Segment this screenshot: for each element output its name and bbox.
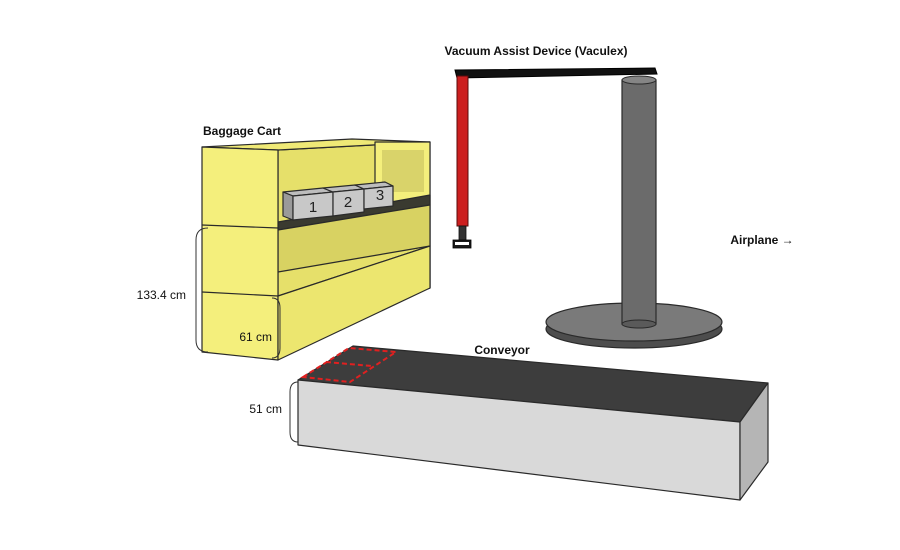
conveyor-label: Conveyor (474, 343, 530, 357)
device-pole (621, 79, 657, 325)
conveyor-end (739, 382, 769, 501)
conveyor (297, 345, 769, 501)
conveyor-height-label: 51 cm (249, 402, 282, 416)
baggage-cart-label: Baggage Cart (203, 124, 281, 138)
dimension-conveyor-height: 51 cm (249, 381, 299, 443)
vacuum-device-label: Vacuum Assist Device (Vaculex) (445, 44, 628, 58)
cart-height-label: 133.4 cm (137, 288, 186, 302)
box-label-1: 1 (309, 199, 317, 216)
baggage-boxes: 1 2 3 (282, 181, 394, 221)
conveyor-placement-marker (300, 346, 399, 384)
vacuum-assist-device (452, 67, 723, 349)
dimension-cart-height: 133.4 cm (137, 227, 209, 353)
airplane-label: Airplane → (730, 233, 793, 247)
dimension-cart-shelf: 61 cm (239, 297, 281, 359)
device-arm (454, 67, 658, 79)
box-label-3: 3 (376, 187, 384, 204)
baggage-cart (201, 138, 431, 361)
cart-shelf-label: 61 cm (239, 330, 272, 344)
cart-side-face (277, 245, 431, 361)
device-lift-tube (456, 75, 469, 227)
box-label-2: 2 (344, 194, 352, 211)
cart-front-face (201, 146, 279, 361)
